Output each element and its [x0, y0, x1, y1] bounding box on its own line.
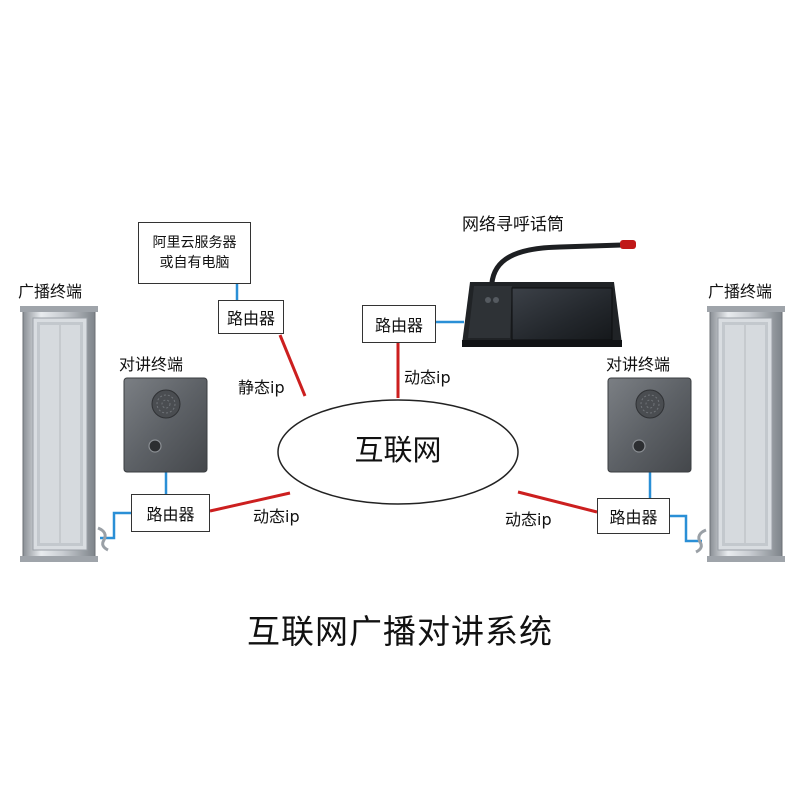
router-right-side: 路由器	[597, 498, 670, 534]
intercom-terminal-left-label: 对讲终端	[119, 355, 184, 374]
internet-cloud	[277, 399, 519, 505]
wan-line-left	[209, 491, 291, 513]
paging-microphone-device	[462, 240, 636, 347]
broadcast-terminal-right-label: 广播终端	[708, 282, 773, 301]
router-left-side: 路由器	[131, 494, 210, 532]
dynamic-ip-left-label: 动态ip	[253, 507, 300, 526]
static-ip-label: 静态ip	[238, 378, 285, 397]
dynamic-ip-mic-label: 动态ip	[404, 368, 451, 387]
wan-line-right	[517, 490, 598, 514]
lan-line-right-speaker	[670, 514, 702, 543]
internet-label: 互联网	[354, 433, 442, 467]
server-line-2: 或自有电脑	[159, 255, 230, 271]
right-intercom-panel	[607, 377, 692, 473]
lan-line-left-speaker	[100, 511, 131, 540]
left-column-speaker	[20, 306, 109, 562]
right-column-speaker	[695, 306, 785, 562]
paging-microphone-label: 网络寻呼话筒	[462, 215, 564, 235]
router-mic-side: 路由器	[362, 305, 436, 343]
router-server-side: 路由器	[218, 300, 284, 334]
cloud-server-box: 阿里云服务器 或自有电脑	[138, 222, 251, 284]
intercom-terminal-right-label: 对讲终端	[606, 355, 671, 374]
server-line-1: 阿里云服务器	[152, 235, 237, 251]
wan-line-server	[278, 334, 307, 397]
dynamic-ip-right-label: 动态ip	[505, 510, 552, 529]
broadcast-terminal-left-label: 广播终端	[18, 282, 83, 301]
left-intercom-panel	[123, 377, 208, 473]
diagram-title: 互联网广播对讲系统	[247, 612, 553, 651]
